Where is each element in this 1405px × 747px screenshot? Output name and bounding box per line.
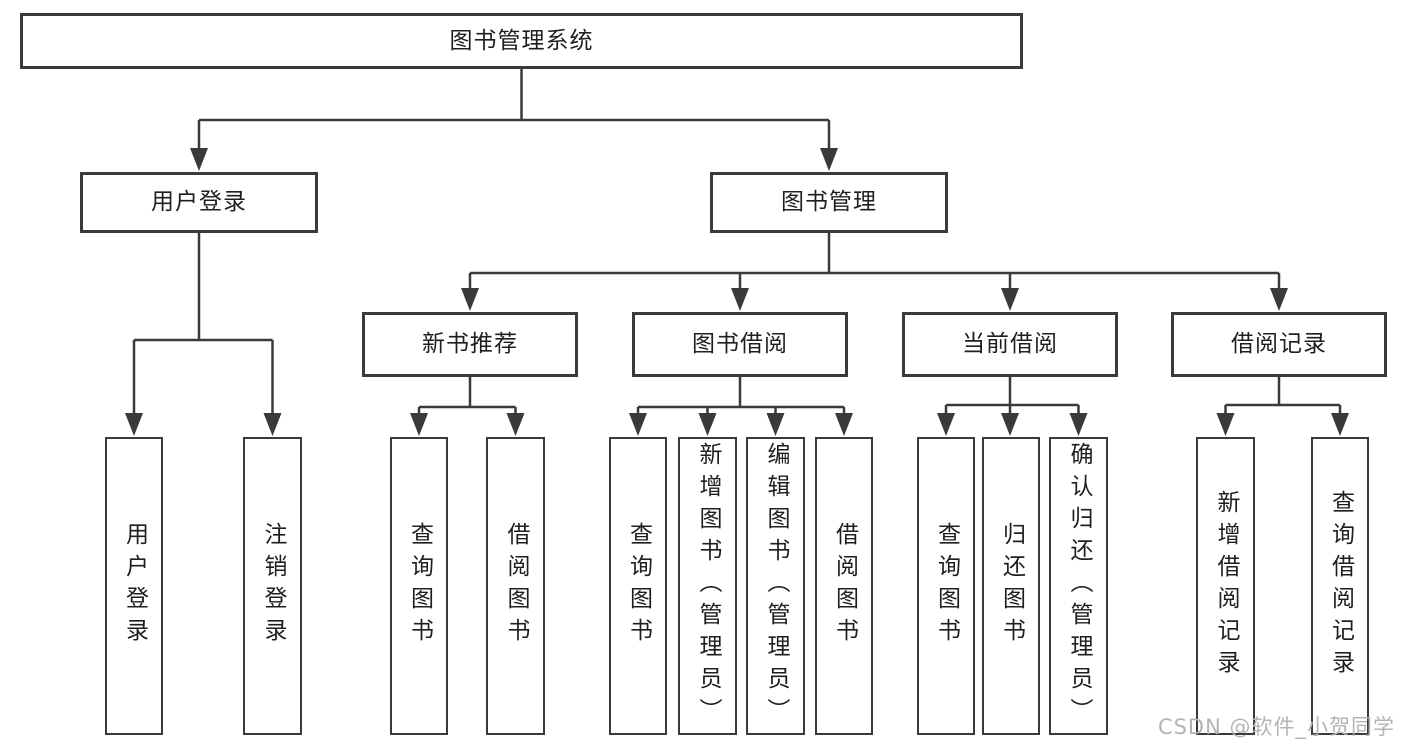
arrow-to-book-mgmt xyxy=(820,148,838,171)
arrow-to-current-borrowing xyxy=(1001,288,1019,311)
arrow-to-borrow-edit xyxy=(766,413,785,436)
leaf-recommend-query-books-label: 查询图书 xyxy=(406,522,433,650)
connector-root-trunk xyxy=(197,69,831,155)
node-book-borrowing: 图书借阅 xyxy=(632,312,848,377)
arrow-to-user-login-leaf xyxy=(125,413,143,436)
leaf-borrow-add-books-admin-label: 新增图书（管理员） xyxy=(695,442,721,730)
leaf-current-confirm-return-admin-label: 确认归还（管理员） xyxy=(1066,442,1092,730)
node-book-management: 图书管理 xyxy=(710,172,948,233)
node-user-login-label: 用户登录 xyxy=(151,189,247,215)
leaf-records-query-record-label: 查询借阅记录 xyxy=(1327,490,1354,682)
arrow-to-records-query xyxy=(1331,413,1349,436)
leaf-current-query-books-label: 查询图书 xyxy=(933,522,960,650)
arrow-to-borrowing-records xyxy=(1270,288,1288,311)
node-new-book-recommendation: 新书推荐 xyxy=(362,312,578,377)
arrow-to-book-borrowing xyxy=(731,288,749,311)
arrow-to-user-login xyxy=(190,148,208,171)
connector-borrowing-trunk xyxy=(636,377,846,420)
node-borrowing-records: 借阅记录 xyxy=(1171,312,1387,377)
leaf-current-query-books: 查询图书 xyxy=(917,437,975,735)
leaf-records-add-record: 新增借阅记录 xyxy=(1196,437,1255,735)
leaf-current-return-books-label: 归还图书 xyxy=(998,522,1025,650)
node-new-book-recommendation-label: 新书推荐 xyxy=(422,331,518,357)
arrow-to-logout-leaf xyxy=(263,413,282,436)
node-book-borrowing-label: 图书借阅 xyxy=(692,331,788,357)
connector-records-trunk xyxy=(1224,377,1342,420)
leaf-recommend-borrow-books-label: 借阅图书 xyxy=(503,522,529,650)
leaf-borrow-query-books: 查询图书 xyxy=(609,437,667,735)
connector-user-login-trunk xyxy=(132,233,274,420)
leaf-current-confirm-return-admin: 确认归还（管理员） xyxy=(1049,437,1108,735)
connector-book-mgmt-trunk xyxy=(468,233,1281,296)
arrow-to-recommend-query xyxy=(410,413,428,436)
arrow-to-current-query xyxy=(937,413,955,436)
leaf-borrow-borrow-books: 借阅图书 xyxy=(815,437,873,735)
leaf-borrow-borrow-books-label: 借阅图书 xyxy=(831,522,858,650)
leaf-logout-action: 注销登录 xyxy=(243,437,302,735)
arrow-to-recommendation xyxy=(461,288,479,311)
node-current-borrowing-label: 当前借阅 xyxy=(962,331,1058,357)
connector-recommend-trunk xyxy=(417,377,517,420)
leaf-borrow-edit-books-admin-label: 编辑图书（管理员） xyxy=(763,442,789,730)
node-book-management-label: 图书管理 xyxy=(781,189,877,215)
node-system-root-label: 图书管理系统 xyxy=(449,27,594,54)
connector-current-trunk xyxy=(944,377,1080,420)
arrow-to-recommend-borrow xyxy=(506,413,525,436)
leaf-user-login-action: 用户登录 xyxy=(105,437,163,735)
leaf-recommend-borrow-books: 借阅图书 xyxy=(486,437,545,735)
leaf-recommend-query-books: 查询图书 xyxy=(390,437,448,735)
arrow-to-current-return xyxy=(1001,413,1019,436)
leaf-logout-action-label: 注销登录 xyxy=(260,522,286,650)
arrow-to-records-add xyxy=(1216,413,1235,436)
leaf-user-login-action-label: 用户登录 xyxy=(121,522,148,650)
leaf-records-add-record-label: 新增借阅记录 xyxy=(1213,490,1239,682)
arrow-to-borrow-query xyxy=(629,413,647,436)
leaf-borrow-query-books-label: 查询图书 xyxy=(625,522,652,650)
leaf-records-query-record: 查询借阅记录 xyxy=(1311,437,1369,735)
node-current-borrowing: 当前借阅 xyxy=(902,312,1118,377)
leaf-current-return-books: 归还图书 xyxy=(982,437,1040,735)
node-borrowing-records-label: 借阅记录 xyxy=(1231,331,1327,357)
leaf-borrow-add-books-admin: 新增图书（管理员） xyxy=(678,437,737,735)
arrow-to-current-confirm xyxy=(1069,413,1088,436)
leaf-borrow-edit-books-admin: 编辑图书（管理员） xyxy=(746,437,805,735)
arrow-to-borrow-add xyxy=(698,413,717,436)
arrow-to-borrow-borrow xyxy=(835,413,853,436)
node-system-root: 图书管理系统 xyxy=(20,13,1023,69)
csdn-watermark: CSDN @软件_小贺同学 xyxy=(1157,715,1395,739)
node-user-login: 用户登录 xyxy=(80,172,318,233)
